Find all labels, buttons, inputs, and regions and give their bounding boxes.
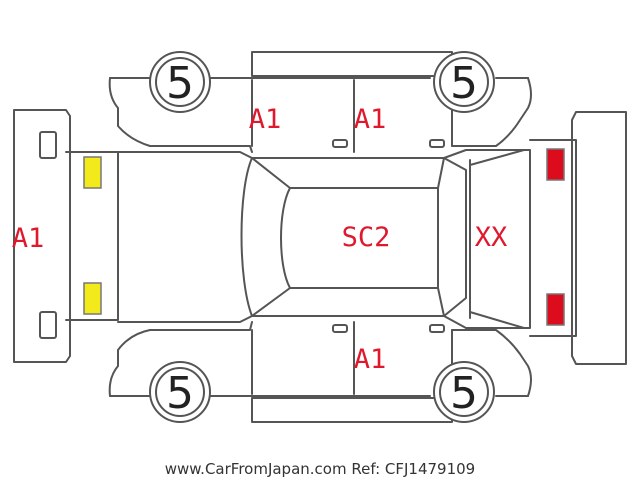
tire-rear-right: 5: [433, 361, 495, 423]
rear-bumper: [529, 111, 627, 365]
footer-reference: www.CarFromJapan.com Ref: CFJ1479109: [165, 460, 475, 478]
tire-rear-left-value: 5: [450, 58, 478, 109]
front-light-marker-bottom: [83, 282, 102, 315]
rear-light-marker-top: [546, 148, 565, 181]
code-roof: SC2: [342, 222, 391, 253]
code-front-left-door: A1: [249, 104, 282, 135]
tire-front-left: 5: [149, 51, 211, 113]
tire-front-right-value: 5: [166, 368, 194, 419]
code-front-bumper: A1: [12, 223, 45, 254]
code-rear-right-door: A1: [354, 344, 387, 375]
front-bumper: [13, 109, 71, 363]
front-light-marker-top: [83, 156, 102, 189]
tire-rear-right-value: 5: [450, 368, 478, 419]
code-rear-window: XX: [475, 222, 508, 253]
tire-rear-left: 5: [433, 51, 495, 113]
tire-front-left-value: 5: [166, 58, 194, 109]
rear-light-marker-bottom: [546, 293, 565, 326]
tire-front-right: 5: [149, 361, 211, 423]
code-rear-left-door: A1: [354, 104, 387, 135]
car-body: [65, 149, 531, 329]
